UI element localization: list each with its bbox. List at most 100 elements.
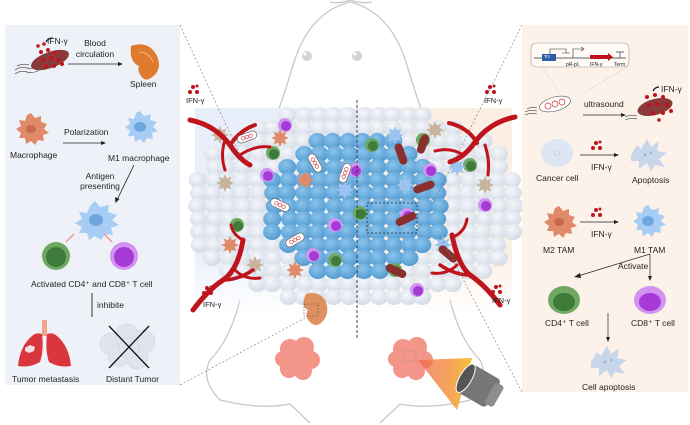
normal-cell <box>263 250 282 266</box>
activate-arrows <box>574 253 652 281</box>
ifn-label-top-left: IFN-γ <box>186 96 205 105</box>
normal-cell <box>295 276 314 292</box>
tumor-cell <box>398 224 417 240</box>
normal-cell <box>503 172 522 188</box>
cd8-label: CD8⁺ T cell <box>631 318 675 328</box>
synapse-connector-icon <box>65 233 113 243</box>
activate-label: Activate <box>618 261 649 271</box>
normal-cell <box>188 172 207 188</box>
tumor-cell <box>355 237 374 253</box>
antigen-presenting-label-line2: presenting <box>80 181 120 191</box>
m2-tam-icon <box>544 206 577 238</box>
tumor-cell <box>278 159 297 175</box>
apoptotic-cell-icon <box>591 346 627 378</box>
zoom-region-box <box>366 202 418 234</box>
apoptosis-label: Apoptosis <box>632 175 670 185</box>
tumor-cell <box>368 159 387 175</box>
normal-cell <box>189 185 208 201</box>
normal-cell <box>413 120 432 136</box>
tumor-cell <box>384 172 403 188</box>
tumor-cell <box>369 250 388 266</box>
normal-cell <box>399 120 418 136</box>
macrophage-icon <box>16 113 49 145</box>
ifn-arrow1-label: IFN-γ <box>591 162 612 172</box>
normal-cell <box>488 237 507 253</box>
normal-cell <box>369 289 388 305</box>
normal-cell <box>219 250 238 266</box>
normal-cell <box>413 107 432 123</box>
tumor-cell <box>310 172 329 188</box>
normal-cell <box>503 185 522 201</box>
normal-cell <box>339 289 358 305</box>
tumor-cell <box>325 159 344 175</box>
cd8-t-cell <box>260 168 274 182</box>
tumor-cell <box>325 146 344 162</box>
normal-cell <box>445 185 464 201</box>
tumor-cell <box>339 198 358 214</box>
tumor-cell <box>308 133 327 149</box>
antigen-presenting-label-line1: Antigen <box>85 171 115 181</box>
normal-cell <box>203 224 222 240</box>
tumor-cell <box>280 211 299 227</box>
cd4-t-cell <box>353 206 367 220</box>
ifn-dots-icon <box>491 284 502 294</box>
tumor-cell <box>413 237 432 253</box>
normal-cell <box>325 276 344 292</box>
normal-cell <box>490 198 509 214</box>
tumor-cell <box>354 224 373 240</box>
spleen-label: Spleen <box>130 79 157 89</box>
normal-cell <box>219 198 238 214</box>
tumor-metastasis-label: Tumor metastasis <box>12 374 80 384</box>
normal-cell <box>489 211 508 227</box>
m1-tam-label: M1 TAM <box>634 245 666 255</box>
tumor-cell <box>369 211 388 227</box>
ifn-label-left-panel: IFN-γ <box>47 36 68 46</box>
macrophage-cell <box>296 171 314 189</box>
tumor-cell <box>308 263 327 279</box>
tumor-cell <box>279 172 298 188</box>
normal-cell <box>459 237 478 253</box>
macrophage-cell <box>426 121 444 139</box>
tumor-cell <box>385 224 404 240</box>
bacteria-right-side <box>385 134 458 278</box>
normal-cell <box>324 289 343 305</box>
normal-cell <box>190 237 209 253</box>
tumor-cell <box>309 185 328 201</box>
normal-cell <box>460 172 479 188</box>
tumor-cell <box>278 185 297 201</box>
tumor-cell <box>340 250 359 266</box>
tumor-cell <box>339 133 358 149</box>
m1-tam-icon <box>633 205 666 237</box>
macrophage-cell <box>386 126 404 144</box>
tumor-cell <box>400 250 419 266</box>
activated-bacteria-icon <box>624 86 673 122</box>
normal-cell <box>204 198 223 214</box>
normal-cell <box>205 211 224 227</box>
normal-cell <box>369 107 388 123</box>
tumor-cell <box>415 211 434 227</box>
normal-cell <box>233 172 252 188</box>
ifn-label-bottom-left: IFN-γ <box>203 300 222 309</box>
normal-cell <box>249 237 268 253</box>
ifn-dots-icon <box>485 84 496 94</box>
tumor-cell <box>429 224 448 240</box>
arrow-icon <box>583 113 626 117</box>
gene-label: IFN-γ <box>590 62 603 68</box>
tumor-cell <box>369 237 388 253</box>
ifn-dots-icon <box>591 207 602 217</box>
m1-macrophage-label: M1 macrophage <box>108 153 170 163</box>
tumor-cell <box>308 198 327 214</box>
normal-cell <box>249 198 268 214</box>
tumor-cell <box>294 211 313 227</box>
normal-cell <box>339 276 358 292</box>
normal-cell <box>490 146 509 162</box>
cd8-t-cell <box>328 218 342 232</box>
tumor-cell <box>295 159 314 175</box>
arrow-icon <box>580 220 619 224</box>
tumor-cell <box>384 237 403 253</box>
tumor-cell <box>309 211 328 227</box>
normal-cell <box>353 289 372 305</box>
tumor-cell <box>338 263 357 279</box>
cd8-t-cell-icon <box>110 242 138 270</box>
arrow-icon <box>115 164 135 203</box>
